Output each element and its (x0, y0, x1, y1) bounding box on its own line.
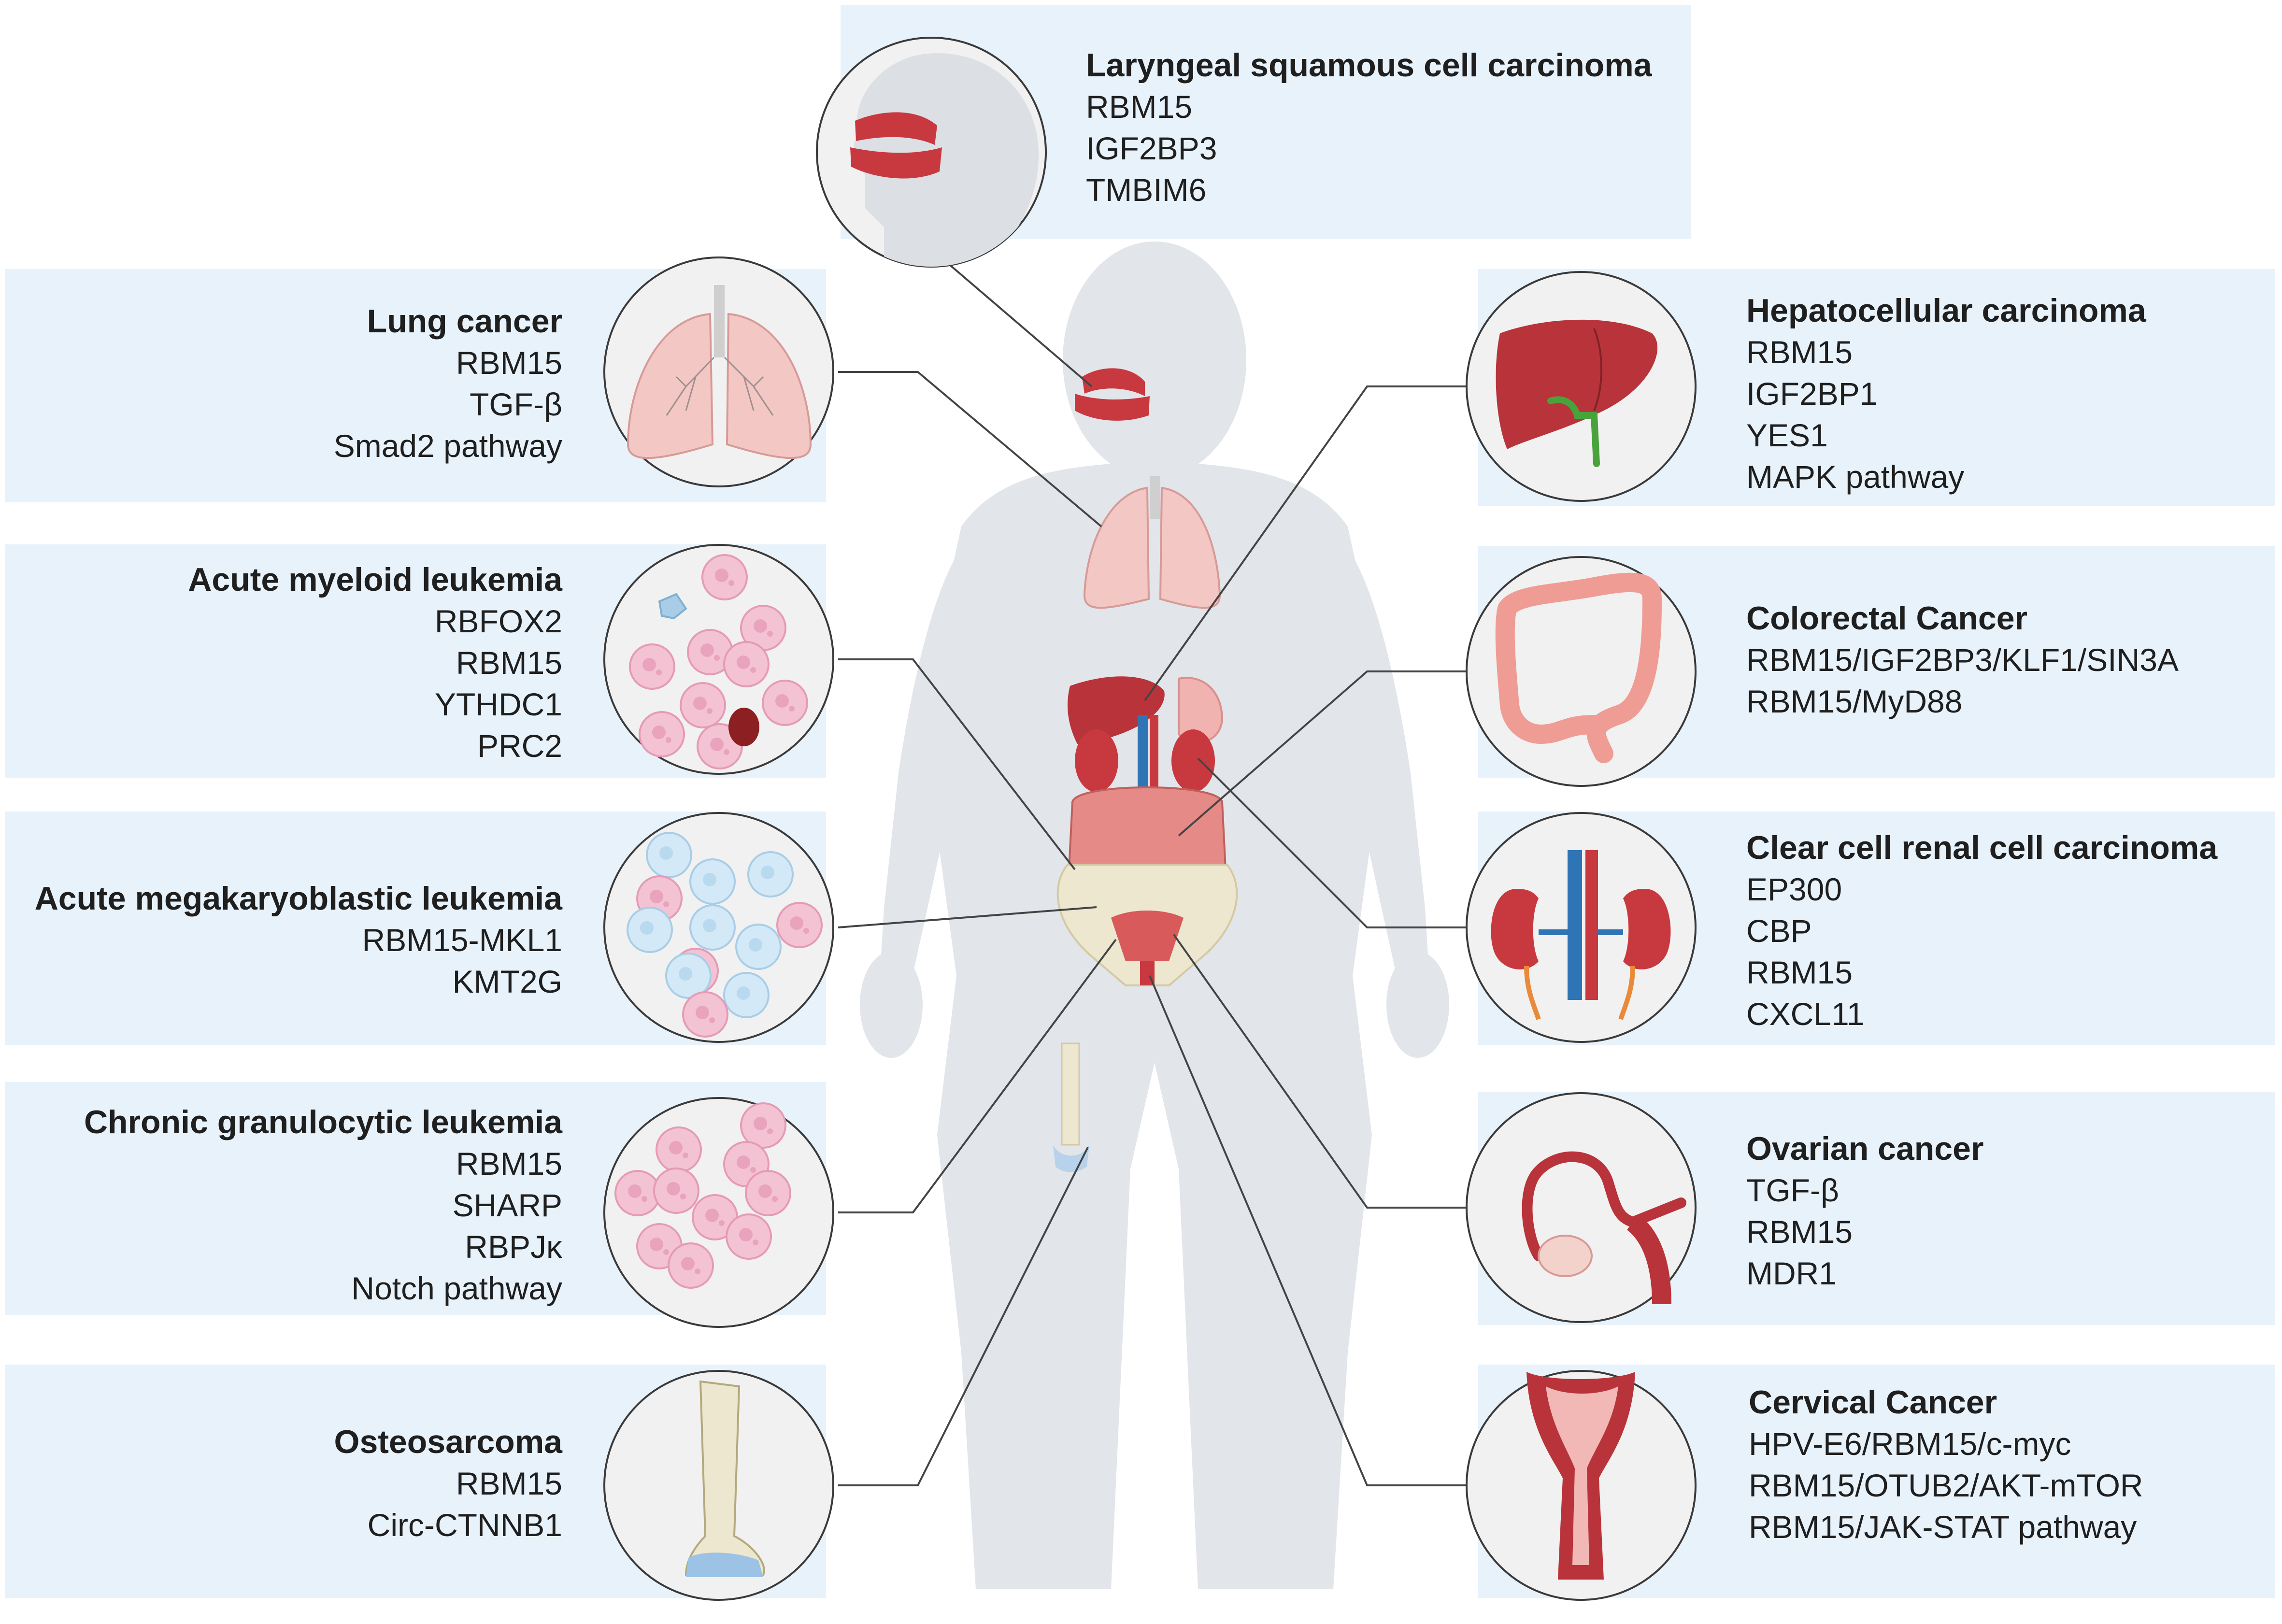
panel-item: HPV-E6/RBM15/c-myc (1749, 1426, 2071, 1462)
panel-item: Notch pathway (351, 1270, 562, 1306)
panel-item: Circ-CTNNB1 (367, 1507, 562, 1543)
label-amkl: Acute megakaryoblastic leukemia RBM15-MK… (35, 878, 562, 1002)
panel-title: Osteosarcoma (334, 1424, 562, 1460)
panel-item: MAPK pathway (1746, 459, 1965, 495)
label-cervical: Cervical Cancer HPV-E6/RBM15/c-myc RBM15… (1749, 1382, 2143, 1548)
label-ccrcc: Clear cell renal cell carcinoma EP300 CB… (1746, 827, 2217, 1035)
panel-item: RBM15 (1746, 954, 1853, 990)
label-hcc: Hepatocellular carcinoma RBM15 IGF2BP1 Y… (1746, 290, 2146, 498)
lungs-icon (603, 256, 834, 487)
body-kidneys (1075, 715, 1215, 802)
connector-lines (838, 242, 1473, 1486)
panel-title: Laryngeal squamous cell carcinoma (1086, 47, 1652, 84)
panel-item: RBM15/IGF2BP3/KLF1/SIN3A (1746, 642, 2179, 678)
panel-item: RBFOX2 (434, 603, 562, 639)
panel-item: RBM15/JAK-STAT pathway (1749, 1509, 2137, 1545)
blood-cells-icon (603, 544, 834, 775)
label-ovarian: Ovarian cancer TGF-β RBM15 MDR1 (1746, 1128, 1983, 1294)
granulocyte-cells-icon (603, 1097, 834, 1328)
bone-icon (603, 1370, 834, 1601)
panel-item: MDR1 (1746, 1255, 1837, 1291)
label-cgl: Chronic granulocytic leukemia RBM15 SHAR… (84, 1101, 562, 1309)
cervix-icon (1466, 1370, 1697, 1601)
panel-item: CBP (1746, 913, 1812, 949)
label-laryngeal: Laryngeal squamous cell carcinoma RBM15 … (1086, 44, 1652, 211)
panel-title: Acute megakaryoblastic leukemia (34, 880, 562, 917)
liver-icon (1466, 271, 1697, 502)
panel-item: RBM15 (1086, 89, 1193, 125)
body-lungs (1083, 476, 1221, 609)
panel-title: Ovarian cancer (1746, 1130, 1984, 1167)
panel-item: RBM15 (456, 345, 562, 381)
panel-item: IGF2BP1 (1746, 376, 1878, 412)
label-osteo: Osteosarcoma RBM15 Circ-CTNNB1 (334, 1421, 562, 1546)
panel-item: RBM15 (456, 1146, 562, 1182)
panel-title: Hepatocellular carcinoma (1746, 292, 2146, 329)
panel-item: RBM15/OTUB2/AKT-mTOR (1749, 1467, 2143, 1503)
panel-item: RBM15-MKL1 (362, 922, 562, 958)
panel-item: TGF-β (470, 386, 562, 422)
megakaryoblast-cells-icon (603, 812, 834, 1043)
panel-item: TGF-β (1746, 1172, 1839, 1208)
colon-icon (1466, 556, 1697, 787)
head-larynx-icon (816, 37, 1047, 268)
panel-item: RBM15 (1746, 334, 1853, 370)
panel-item: IGF2BP3 (1086, 130, 1217, 166)
panel-item: RBPJκ (465, 1229, 562, 1265)
human-silhouette (860, 242, 1449, 1589)
panel-item: RBM15 (456, 1466, 562, 1501)
ovary-icon (1466, 1092, 1697, 1323)
panel-title: Clear cell renal cell carcinoma (1746, 829, 2218, 866)
panel-item: YES1 (1746, 417, 1828, 453)
panel-title: Cervical Cancer (1749, 1384, 1997, 1421)
panel-item: RBM15/MyD88 (1746, 684, 1963, 719)
panel-title: Chronic granulocytic leukemia (84, 1104, 562, 1140)
panel-item: KMT2G (452, 964, 562, 999)
panel-item: RBM15 (1746, 1214, 1853, 1250)
panel-item: PRC2 (477, 728, 562, 764)
panel-title: Acute myeloid leukemia (188, 561, 562, 598)
panel-item: TMBIM6 (1086, 172, 1207, 208)
panel-item: YTHDC1 (434, 686, 562, 722)
panel-item: EP300 (1746, 871, 1842, 907)
panel-item: Smad2 pathway (333, 428, 562, 464)
label-lung: Lung cancer RBM15 TGF-β Smad2 pathway (334, 300, 562, 467)
label-crc: Colorectal Cancer RBM15/IGF2BP3/KLF1/SIN… (1746, 598, 2179, 722)
kidneys-icon (1466, 812, 1697, 1043)
panel-title: Lung cancer (367, 303, 562, 340)
panel-item: CXCL11 (1746, 996, 1865, 1032)
panel-item: SHARP (452, 1187, 562, 1223)
body-larynx (1075, 368, 1150, 421)
label-aml: Acute myeloid leukemia RBFOX2 RBM15 YTHD… (188, 559, 562, 767)
panel-title: Colorectal Cancer (1746, 600, 2027, 637)
body-bone (1053, 1042, 1089, 1172)
panel-item: RBM15 (456, 645, 562, 681)
body-liver-stomach (1068, 676, 1224, 744)
body-pelvis-uterus (1056, 864, 1238, 986)
